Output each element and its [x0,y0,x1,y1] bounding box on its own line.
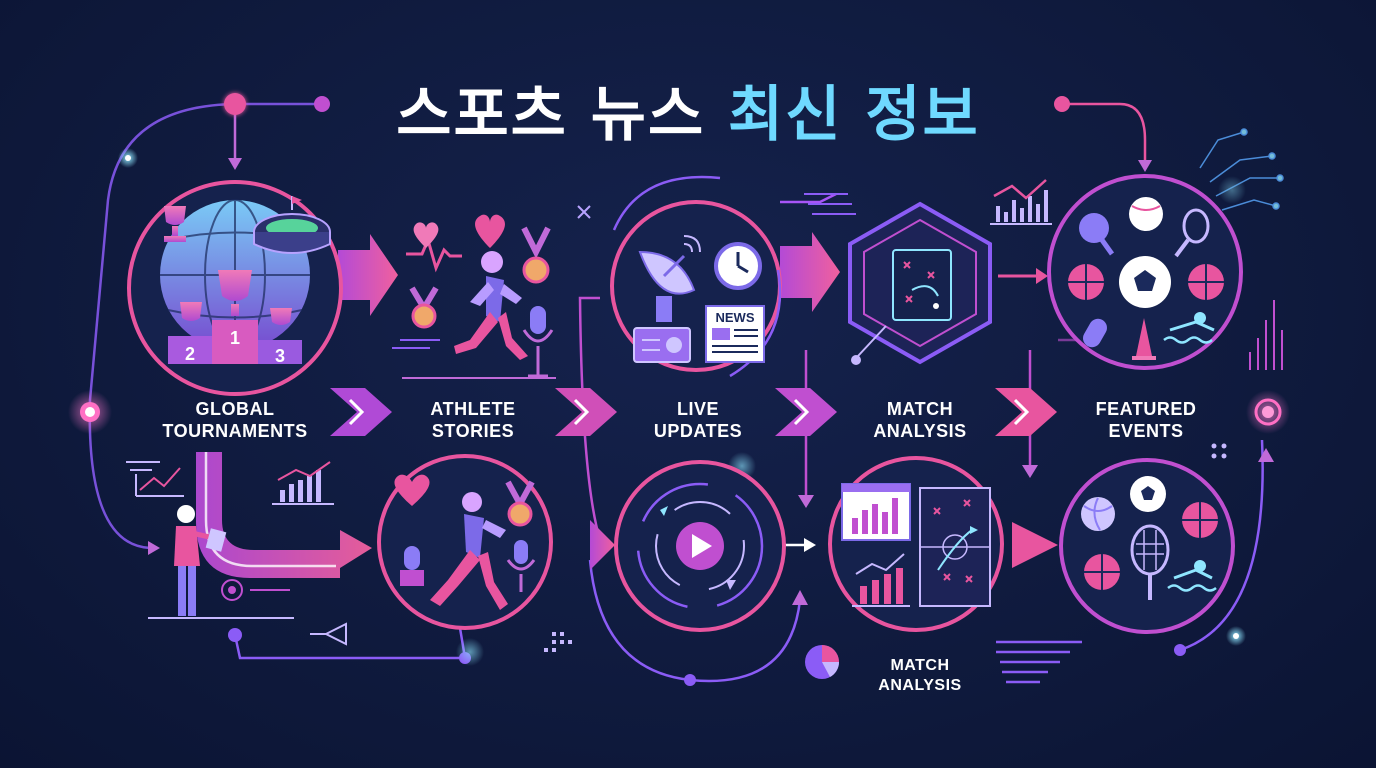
microphone-icon [522,306,554,378]
stage-label-line2: ANALYSIS [873,421,967,441]
stage-label-match-analysis: MATCH ANALYSIS [830,398,1010,442]
podium-number-1: 1 [230,328,240,348]
cone-icon [1132,318,1156,360]
athlete-stories-illustration [392,205,591,379]
stage-label-line1: FEATURED [1095,399,1197,419]
clock-icon [714,242,762,290]
text-lines-decoration [996,640,1082,684]
sparkle-icon [577,205,591,219]
bottom-label-line2: ANALYSIS [878,677,962,694]
tennis-racket-icon [1174,208,1210,258]
analytics-window-icon [841,483,911,541]
basketball-icon [1068,264,1224,300]
stage-label-line2: EVENTS [1108,421,1184,441]
bar-chart-icon-small [272,461,334,505]
dots-right [1211,443,1227,459]
target-icon [221,579,290,601]
bar-chart-icon-bottom [852,553,910,607]
dots-bottom [544,632,572,652]
stage-label-featured-events: FEATURED EVENTS [1056,398,1236,442]
bar-chart-icon-top [990,179,1052,225]
tactics-board-icon [892,249,952,321]
news-sign: NEWS [716,310,755,325]
match-analysis-hexagon [848,201,992,365]
soccer-ball-icon [1119,256,1171,308]
stage-label-line2: TOURNAMENTS [162,421,308,441]
soccer-ball-icon-bottom [1130,476,1166,512]
circle-athlete-stories-bottom [377,454,553,630]
microphone-icon-bottom-right [506,540,536,592]
heart-icon-small [413,222,439,248]
podium-icon: 2 1 3 [168,320,302,366]
circle-global-tournaments: 2 1 3 [127,180,343,396]
pie-chart-icon [805,645,839,679]
tennis-racket-icon-bottom [1130,524,1170,600]
heart-icon [475,214,505,248]
trophy-icon [164,206,292,325]
circle-live-updates: NEWS [610,175,856,378]
circle-featured-events-bottom [1059,458,1235,634]
tennis-ball-icon [1129,197,1163,231]
page-title: 스포츠 뉴스 최신 정보 [0,66,1376,153]
basketball-icon-bottom [1084,502,1218,590]
newspaper-icon: NEWS [705,305,765,363]
heartbeat-icon [406,235,462,273]
radio-icon [633,327,691,363]
volleyball-icon [1081,497,1115,531]
endpoint-dots [68,93,1290,686]
megaphone-icon [310,622,347,646]
stage-label-line1: GLOBAL [195,399,275,419]
runner-icon [454,251,528,360]
tactics-pitch-icon [919,487,991,607]
stage-label-global-tournaments: GLOBAL TOURNAMENTS [145,398,325,442]
satellite-dish-icon [638,235,701,322]
circuit-decoration [1199,128,1284,211]
presenter-illustration [126,461,347,646]
connector-lines [88,102,1264,683]
stage-label-line1: MATCH [886,399,954,419]
runner-icon-bottom [430,492,508,610]
stage-label-line2: UPDATES [653,421,743,441]
podium-number-2: 2 [185,344,195,364]
title-part-2: 최신 정보 [728,80,980,150]
stage-label-live-updates: LIVE UPDATES [608,398,788,442]
stage-label-line1: ATHLETE [430,399,516,419]
podium-number-3: 3 [275,346,285,366]
arrowheads-small [148,158,1274,605]
big-arrows [196,232,1058,578]
stage-label-line1: LIVE [676,399,719,419]
stage-label-line2: STORIES [431,421,515,441]
bar-lines-right [1249,300,1283,370]
heart-icon-bottom [394,474,430,506]
circle-featured-events [1047,174,1243,370]
microphone-icon-bottom-left [400,546,424,586]
swimmer-icon [1163,312,1215,344]
stadium-icon [253,196,331,254]
stage-label-athlete-stories: ATHLETE STORIES [383,398,563,442]
bottom-label-match-analysis: MATCH ANALYSIS [830,656,1010,696]
line-chart-icon-small [126,461,184,497]
whistle-icon [1083,318,1107,348]
presenter-icon [174,505,227,616]
medal-icon [409,226,551,329]
title-part-1: 스포츠 뉴스 [396,80,706,150]
circle-video-player [614,460,786,632]
circle-match-analysis-bottom [828,456,1004,632]
play-button-icon [676,522,724,570]
bottom-label-line1: MATCH [890,657,950,674]
medal-icon-bottom [505,480,535,527]
swimmer-icon-bottom [1167,560,1217,592]
ping-pong-icon [1079,213,1115,256]
chevron-arrows-middle-row [330,388,1057,436]
